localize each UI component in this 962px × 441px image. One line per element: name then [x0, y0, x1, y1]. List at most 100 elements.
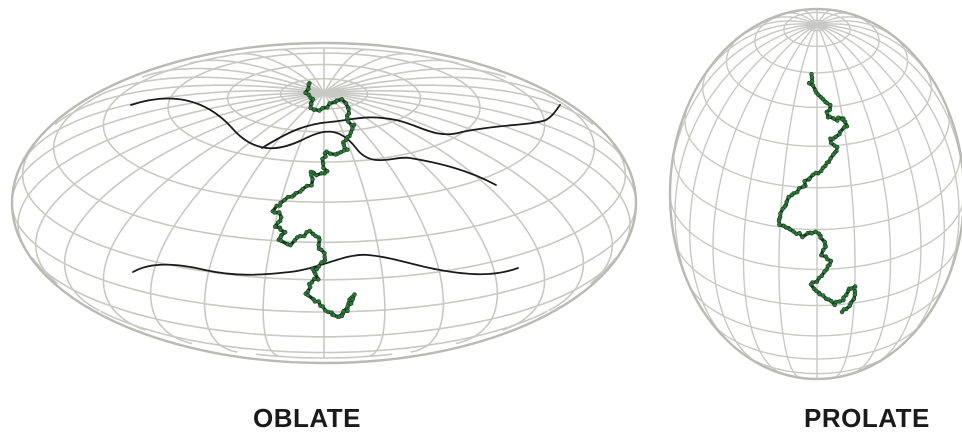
- oblate-polymer-chain: [270, 81, 357, 319]
- longitude-line: [323, 92, 631, 248]
- longitude-line: [63, 92, 325, 312]
- chain-bead: [777, 222, 782, 227]
- longitude-line: [323, 92, 614, 285]
- chain-bead: [321, 165, 326, 171]
- chain-bead: [351, 122, 357, 128]
- chain-bead: [815, 92, 821, 97]
- chain-bead: [317, 108, 322, 113]
- chain-bead: [823, 244, 828, 250]
- chain-bead: [272, 210, 277, 215]
- chain-bead: [820, 293, 826, 298]
- chain-bead: [322, 250, 327, 256]
- oblate-label: OBLATE: [253, 403, 361, 433]
- chain-bead: [807, 176, 812, 181]
- chain-bead: [809, 231, 814, 236]
- chain-bead: [308, 284, 313, 290]
- chain-bead: [304, 183, 309, 189]
- longitude-line: [323, 52, 413, 94]
- chain-bead: [841, 125, 847, 130]
- chain-bead: [288, 243, 293, 248]
- chain-bead: [345, 303, 350, 309]
- chain-bead: [276, 220, 281, 225]
- longitude-line: [816, 24, 922, 367]
- chain-bead: [827, 107, 833, 112]
- longitude-line: [323, 59, 459, 94]
- chain-bead: [334, 98, 340, 103]
- oblate-grid-lines: [11, 47, 637, 359]
- chain-bead: [831, 152, 836, 157]
- chain-bead: [810, 172, 815, 178]
- chain-bead: [316, 299, 321, 304]
- chain-bead: [316, 264, 321, 269]
- chain-bead: [298, 189, 303, 194]
- chain-bead: [818, 235, 823, 240]
- longitude-line: [712, 24, 818, 367]
- chain-bead: [350, 297, 355, 302]
- longitude-line: [323, 92, 499, 345]
- chain-bead: [306, 82, 311, 87]
- chain-bead: [780, 206, 785, 212]
- chain-bead: [824, 110, 830, 116]
- longitude-line: [816, 24, 892, 375]
- chain-bead: [283, 230, 288, 235]
- longitude-line: [95, 76, 325, 98]
- prolate-polymer-chain: [776, 71, 858, 315]
- chain-bead: [316, 277, 321, 282]
- chain-bead: [273, 224, 278, 229]
- chain-bead: [282, 198, 287, 203]
- chain-bead: [828, 258, 834, 264]
- longitude-line: [262, 92, 325, 358]
- chain-bead: [814, 279, 820, 284]
- longitude-line: [323, 92, 585, 312]
- chain-bead: [312, 299, 318, 304]
- chain-bead: [320, 304, 326, 309]
- chain-bead: [813, 229, 818, 235]
- chain-bead: [319, 260, 324, 265]
- longitude-line: [149, 92, 325, 345]
- chain-bead: [818, 253, 824, 258]
- chain-bead: [321, 161, 326, 166]
- chain-bead: [323, 154, 328, 159]
- chain-bead: [352, 292, 357, 297]
- oblate-polymer-strands: [130, 97, 561, 276]
- chain-bead: [841, 295, 846, 300]
- longitude-line: [816, 24, 945, 348]
- longitude-line: [102, 92, 325, 331]
- prolate-grid-lines: [669, 8, 962, 380]
- chain-bead: [345, 308, 350, 314]
- chain-bead: [277, 210, 282, 215]
- chain-bead: [346, 119, 351, 124]
- chain-bead: [319, 247, 324, 253]
- chain-bead: [279, 215, 284, 220]
- chain-bead: [796, 186, 802, 191]
- chain-bead: [851, 296, 857, 302]
- longitude-line: [323, 90, 626, 163]
- chain-bead: [331, 312, 336, 318]
- chain-bead: [346, 107, 351, 112]
- chain-bead: [837, 299, 842, 304]
- chain-bead: [309, 173, 314, 178]
- chain-bead: [847, 303, 852, 309]
- longitude-line: [323, 84, 594, 126]
- chain-bead: [836, 115, 841, 120]
- chain-bead: [797, 231, 802, 236]
- chain-bead: [297, 234, 303, 239]
- chain-bead: [317, 237, 322, 243]
- chain-bead: [834, 144, 840, 150]
- polymer-strand: [130, 97, 497, 186]
- oblate-ellipsoid: [10, 41, 638, 365]
- chain-bead: [306, 86, 311, 92]
- chain-bead: [333, 152, 338, 157]
- longitude-line: [17, 92, 325, 248]
- longitude-line: [689, 24, 818, 348]
- longitude-line: [324, 92, 637, 206]
- chain-bead: [829, 299, 834, 304]
- chain-bead: [285, 194, 291, 200]
- longitude-line: [323, 92, 546, 331]
- longitude-line: [189, 59, 325, 94]
- chain-bead: [810, 83, 816, 88]
- chain-bead: [822, 269, 827, 274]
- longitude-line: [34, 92, 325, 285]
- chain-bead: [309, 183, 314, 188]
- chain-bead: [339, 97, 344, 102]
